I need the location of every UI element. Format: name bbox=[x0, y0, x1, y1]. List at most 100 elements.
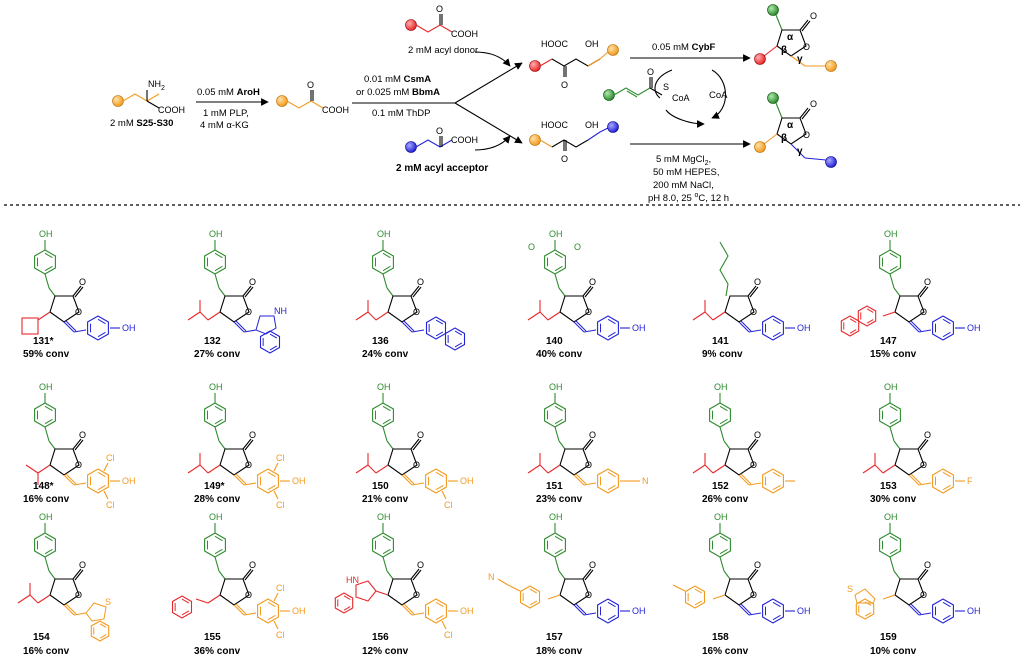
ring-o: O bbox=[245, 590, 252, 600]
lactone-carbonyl-o: O bbox=[79, 277, 86, 287]
hydroxyl-label: OH bbox=[714, 512, 728, 522]
compound-id: 140 bbox=[546, 336, 563, 347]
hydroxyl-label: OH bbox=[460, 476, 474, 486]
upper-alpha: α bbox=[787, 32, 794, 43]
start-amount: 2 mM S25-S30 bbox=[110, 118, 173, 129]
indole-benzo-ring bbox=[259, 330, 281, 354]
ketoacid-skeleton bbox=[286, 100, 324, 109]
methoxy-o: O bbox=[574, 242, 581, 252]
upper-beta: β bbox=[781, 45, 787, 56]
compound-id: 141 bbox=[712, 336, 729, 347]
free-coa: CoA bbox=[709, 90, 728, 101]
hydroxyl-label: OH bbox=[377, 512, 391, 522]
ketoacid-substituent-ball bbox=[276, 95, 288, 107]
coa-thioester-o: O bbox=[647, 67, 654, 77]
lower-hooc: HOOC bbox=[541, 120, 569, 130]
acceptor-o: O bbox=[436, 126, 443, 136]
cond-ph-temp: pH 8.0, 25 oC, 12 h bbox=[648, 192, 729, 204]
compound-id: 131* bbox=[33, 336, 54, 347]
start-substituent-ball bbox=[112, 95, 124, 107]
acceptor-cooh: COOH bbox=[451, 135, 478, 145]
compound-id: 132 bbox=[204, 336, 221, 347]
ring-o: O bbox=[75, 460, 82, 470]
coa-cycle-arrow bbox=[711, 69, 726, 119]
lactone-carbonyl-o: O bbox=[249, 277, 256, 287]
naphthyl-ring bbox=[857, 305, 877, 327]
compound-conversion: 30% conv bbox=[870, 494, 917, 505]
aryl-ring bbox=[762, 468, 784, 494]
aryl-ring bbox=[932, 315, 954, 341]
cond-nacl: 200 mM NaCl, bbox=[653, 180, 714, 191]
hydroxyl-label: OH bbox=[549, 512, 563, 522]
aryl-ring bbox=[87, 315, 109, 341]
compound-id: 149* bbox=[204, 481, 225, 492]
ring-o: O bbox=[413, 460, 420, 470]
aryl-ring bbox=[762, 598, 784, 624]
hydroxyl-label: OH bbox=[714, 382, 728, 392]
nitrile-n: N bbox=[488, 572, 495, 582]
ring-o: O bbox=[750, 307, 757, 317]
hydroxyl-label: OH bbox=[39, 512, 53, 522]
indole-benzo-ring bbox=[334, 592, 354, 614]
compound-id: 147 bbox=[880, 336, 897, 347]
aryl-ring bbox=[425, 598, 447, 624]
ring-o: O bbox=[920, 590, 927, 600]
compound-id: 150 bbox=[372, 481, 389, 492]
donor-o: O bbox=[436, 4, 443, 14]
compound-id: 156 bbox=[372, 632, 389, 643]
lactone-carbonyl-o: O bbox=[249, 430, 256, 440]
methoxy-o: O bbox=[528, 242, 535, 252]
compound-id: 136 bbox=[372, 336, 389, 347]
aryl-ring bbox=[597, 598, 619, 624]
lactone-carbonyl-o: O bbox=[924, 560, 931, 570]
chloro-label: Cl bbox=[276, 583, 285, 593]
lactone-carbonyl-o: O bbox=[589, 560, 596, 570]
lactone-carbonyl-o: O bbox=[589, 430, 596, 440]
upper-hooc: HOOC bbox=[541, 39, 569, 49]
naphthyl-ring bbox=[840, 315, 860, 337]
arrow-to-lower-aldol bbox=[454, 102, 523, 144]
upper-keto-o: O bbox=[561, 80, 568, 90]
lactone-carbonyl-o: O bbox=[754, 277, 761, 287]
hydroxyl-label: OH bbox=[967, 323, 981, 333]
compound-conversion: 24% conv bbox=[362, 349, 409, 360]
compound-141: O O OH bbox=[692, 241, 811, 341]
compound-conversion: 16% conv bbox=[23, 494, 70, 505]
hydroxyl-label: OH bbox=[122, 323, 136, 333]
hydroxyl-label: OH bbox=[797, 323, 811, 333]
hydroxyl-label: OH bbox=[39, 229, 53, 239]
lactone-carbonyl-o: O bbox=[589, 277, 596, 287]
aryl-ring bbox=[762, 315, 784, 341]
chloro-label: Cl bbox=[444, 630, 453, 640]
compound-label-156: 156 12% conv bbox=[362, 632, 409, 657]
compound-conversion: 12% conv bbox=[362, 646, 409, 657]
compound-id: 154 bbox=[33, 632, 50, 643]
nh2-label: NH2 bbox=[148, 79, 165, 92]
lactone-carbonyl-o: O bbox=[924, 277, 931, 287]
lower-keto-o: O bbox=[561, 154, 568, 164]
start-amino-acid-skeleton bbox=[122, 93, 160, 102]
benzyl-ring bbox=[519, 585, 541, 609]
chloro-label: Cl bbox=[276, 630, 285, 640]
aryl-ring bbox=[257, 468, 279, 494]
lactone-carbonyl-o: O bbox=[924, 430, 931, 440]
compound-id: 158 bbox=[712, 632, 729, 643]
lower-oh: OH bbox=[585, 120, 599, 130]
hydroxyl-label: OH bbox=[122, 476, 136, 486]
step2-cofactor: 0.1 mM ThDP bbox=[372, 108, 430, 119]
